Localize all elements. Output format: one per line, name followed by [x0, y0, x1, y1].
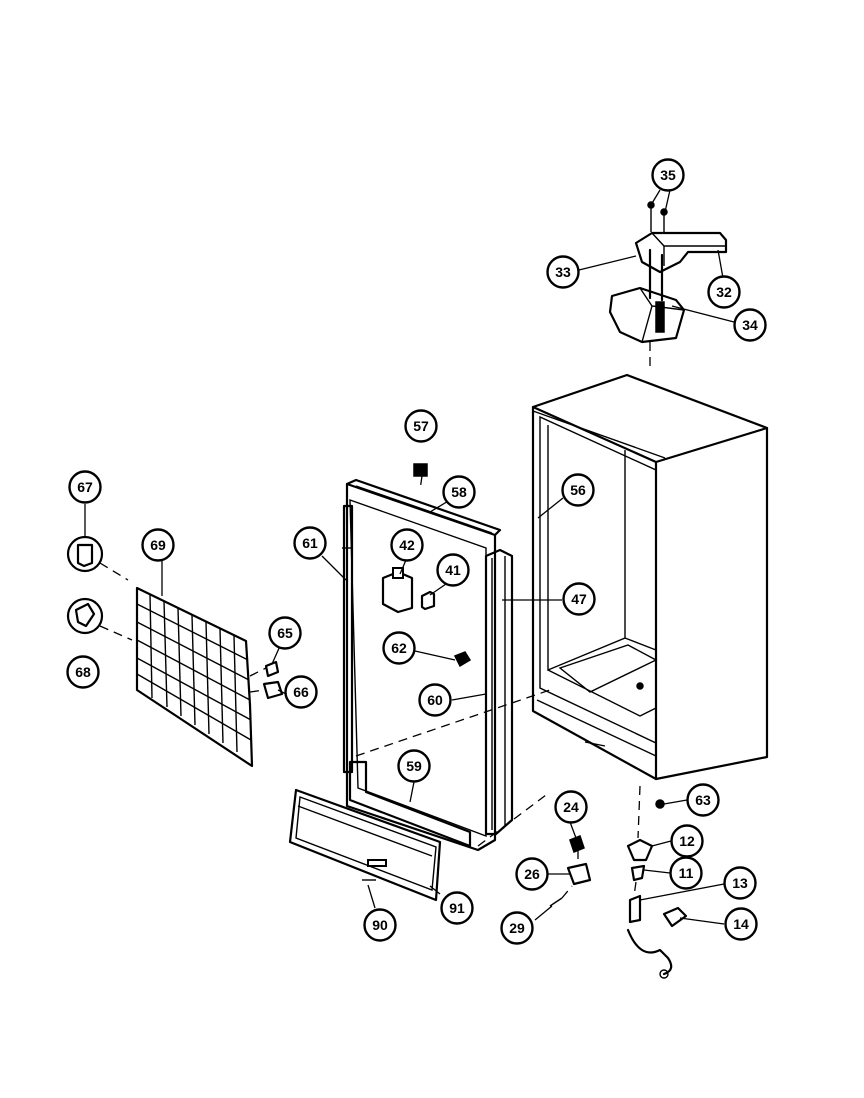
callout-65: 65: [268, 616, 302, 650]
callout-91: 91: [440, 891, 474, 925]
kick-plate: [288, 788, 442, 902]
callout-24: 24: [554, 790, 588, 824]
callout-63: 63: [686, 783, 720, 817]
callout-label-12: 12: [679, 833, 695, 849]
callout-label-57: 57: [413, 418, 429, 434]
callout-61: 61: [293, 526, 327, 560]
callout-33: 33: [546, 255, 580, 289]
callout-label-56: 56: [570, 482, 586, 498]
callout-label-67: 67: [77, 479, 93, 495]
callout-label-13: 13: [732, 875, 748, 891]
callout-label-11: 11: [679, 865, 694, 881]
hinge-assembly: [608, 201, 728, 344]
screws-65-66: [262, 660, 284, 700]
callout-34: 34: [733, 308, 767, 342]
callout-label-69: 69: [150, 537, 166, 553]
callout-label-68: 68: [75, 664, 91, 680]
callout-label-24: 24: [563, 799, 579, 815]
callout-label-34: 34: [742, 317, 758, 333]
callout-26: 26: [515, 857, 549, 891]
callout-label-42: 42: [399, 537, 415, 553]
callout-57: 57: [404, 409, 438, 443]
callout-label-29: 29: [509, 920, 525, 936]
callout-59: 59: [397, 749, 431, 783]
callout-label-60: 60: [427, 692, 443, 708]
callout-label-91: 91: [449, 900, 465, 916]
callout-label-47: 47: [571, 591, 587, 607]
callout-label-14: 14: [733, 916, 749, 932]
callout-69: 69: [141, 528, 175, 562]
callout-label-66: 66: [293, 684, 309, 700]
callout-label-58: 58: [451, 484, 467, 500]
leader-lines: [84, 189, 735, 925]
callout-label-62: 62: [391, 640, 407, 656]
callout-66: 66: [284, 675, 318, 709]
callout-label-63: 63: [695, 792, 711, 808]
callout-label-65: 65: [277, 625, 293, 641]
callout-32: 32: [707, 275, 741, 309]
callout-29: 29: [500, 911, 534, 945]
callout-label-90: 90: [372, 917, 388, 933]
callout-42: 42: [390, 528, 424, 562]
callout-label-26: 26: [524, 866, 540, 882]
callout-label-61: 61: [302, 535, 318, 551]
callout-90: 90: [363, 908, 397, 942]
callout-label-35: 35: [660, 167, 676, 183]
callout-68: 68: [66, 655, 100, 689]
callout-62: 62: [382, 631, 416, 665]
callout-13: 13: [723, 866, 757, 900]
cabinet: [531, 373, 769, 781]
left-knobs: [66, 535, 133, 641]
door-assembly: [342, 463, 514, 852]
callout-56: 56: [561, 473, 595, 507]
callout-12: 12: [670, 824, 704, 858]
callout-label-33: 33: [555, 264, 571, 280]
callout-14: 14: [724, 907, 758, 941]
callout-35: 35: [651, 158, 685, 192]
assembly-lines: [249, 342, 651, 899]
callout-11: 11: [669, 856, 703, 890]
callout-label-41: 41: [445, 562, 461, 578]
callout-67: 67: [68, 470, 102, 504]
callout-47: 47: [562, 582, 596, 616]
callout-58: 58: [442, 475, 476, 509]
callout-label-32: 32: [716, 284, 732, 300]
callout-41: 41: [436, 553, 470, 587]
callout-60: 60: [418, 683, 452, 717]
drain-parts: [549, 799, 688, 979]
grille: [135, 586, 254, 768]
callout-label-59: 59: [406, 758, 422, 774]
